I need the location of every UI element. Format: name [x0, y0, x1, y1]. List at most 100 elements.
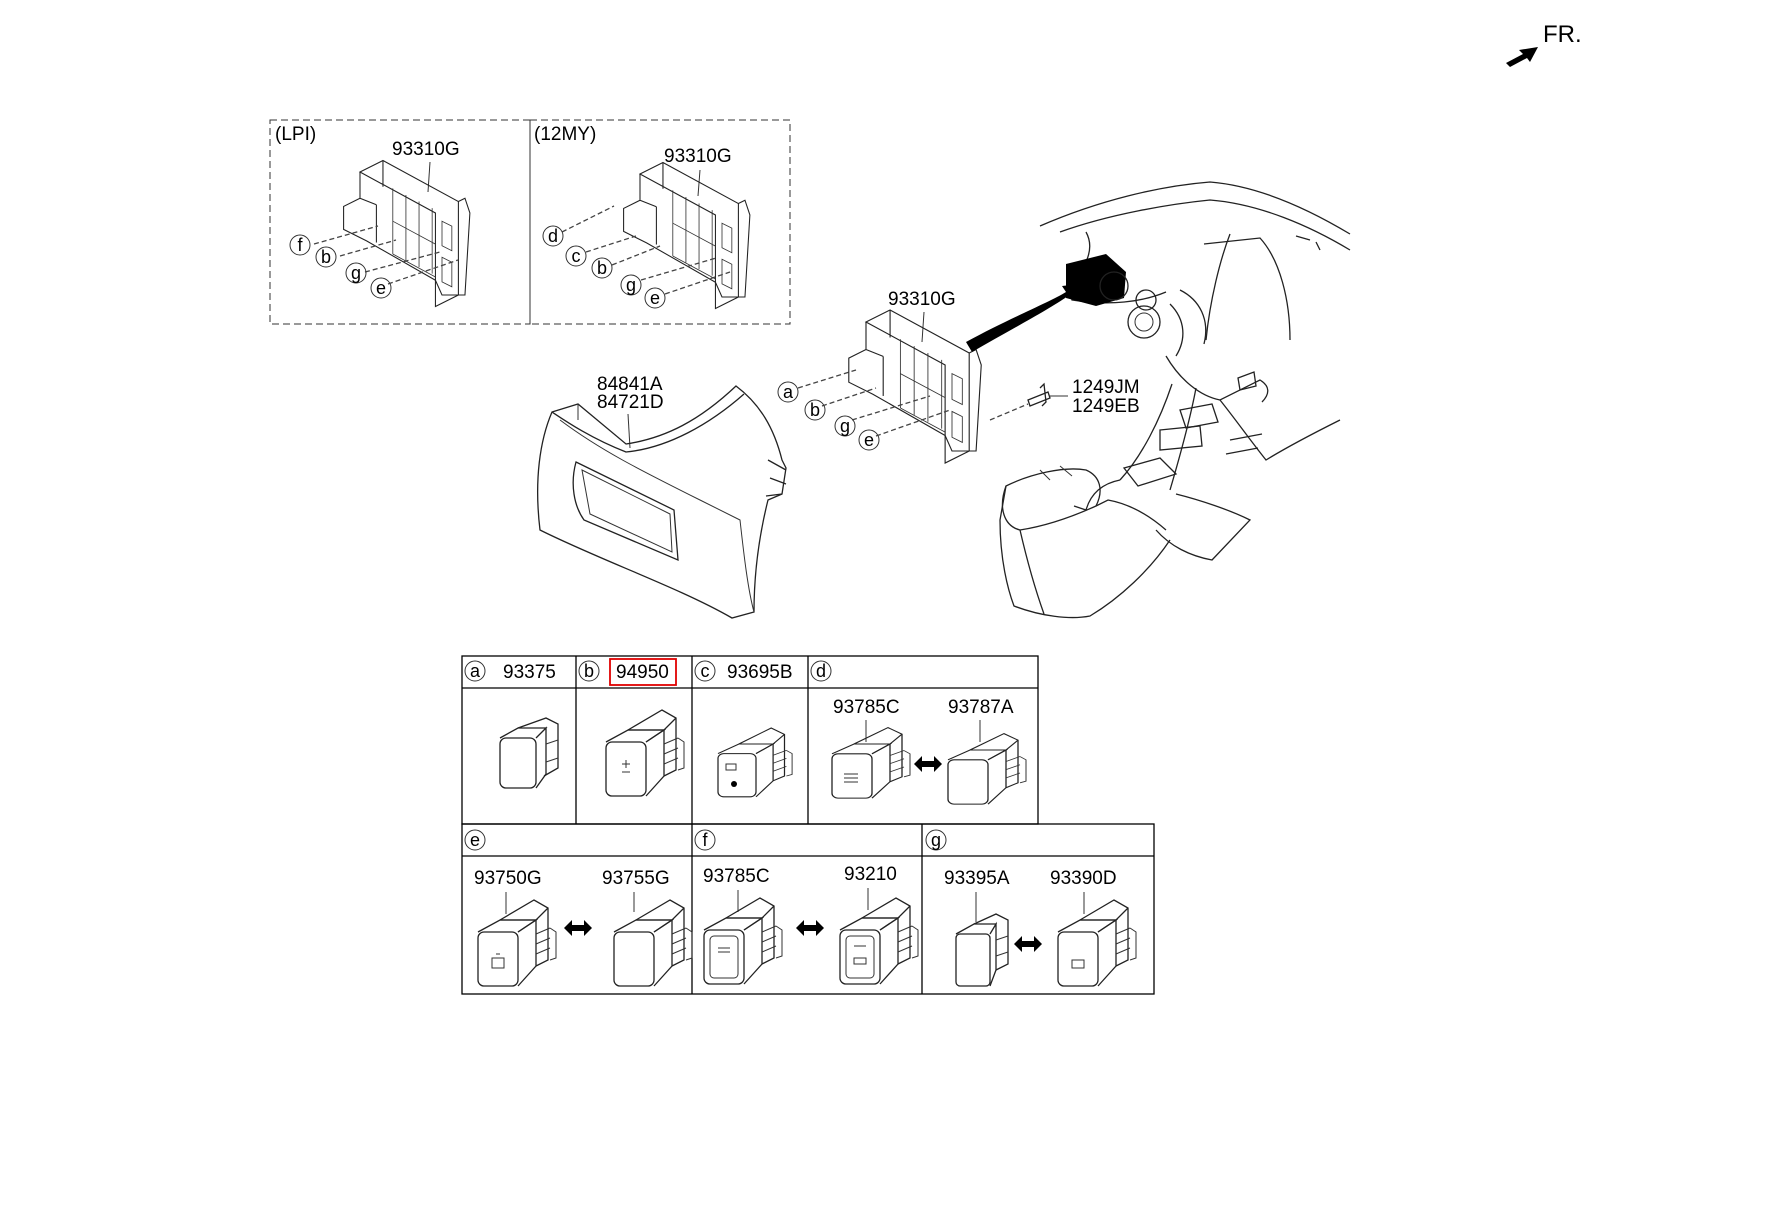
callout-circle [620, 274, 642, 296]
switch-illustration [477, 899, 557, 987]
table-cell-a: a 93375 [464, 660, 559, 789]
inset-12my-tag: (12MY) [534, 124, 596, 145]
cell-letter: b [584, 661, 594, 681]
callout-letter: g [351, 263, 361, 283]
cell-letter-circle [694, 829, 716, 851]
table-row-2-frame [461, 823, 1155, 995]
switch-illustration [499, 717, 559, 789]
callout-letter: g [626, 275, 636, 295]
cell-letter-circle [694, 660, 716, 682]
callout-circle [834, 415, 856, 437]
callout-circle [804, 399, 826, 421]
callout-letter: a [783, 382, 794, 402]
cell-part: 93395A [944, 868, 1010, 889]
callout-letter: b [810, 400, 820, 420]
inset-12my-border [529, 119, 791, 325]
cell-letter: e [470, 830, 480, 850]
table-cell-e: e 93750G 93755G [464, 829, 693, 987]
front-direction-indicator: FR. [1506, 21, 1582, 67]
callout-letter: e [376, 278, 386, 298]
inset-lpi: (LPI) 93310G f b g e [269, 119, 531, 325]
main-bracket: 93310G a b g e [777, 289, 982, 464]
cell-part: 93390D [1050, 868, 1117, 889]
inset-lpi-part: 93310G [392, 139, 460, 160]
lower-panel: 84841A 84721D [537, 374, 787, 619]
callout-circle [565, 245, 587, 267]
callout-circle [542, 225, 564, 247]
table-cell-d: d 93785C 93787A [810, 660, 1027, 805]
callout-letter: b [597, 258, 607, 278]
panel-part-1: 84841A [597, 374, 663, 395]
interchange-arrow-icon [564, 920, 592, 936]
callout-circle [315, 246, 337, 268]
front-label: FR. [1543, 21, 1582, 48]
cell-letter: d [816, 661, 826, 681]
inset-lpi-callouts: f b g e [289, 234, 392, 299]
inset-12my-part: 93310G [664, 146, 732, 167]
callout-letter: g [840, 416, 850, 436]
switch-illustration [613, 899, 693, 987]
cell-part: 93785C [833, 697, 900, 718]
callout-circle [858, 429, 880, 451]
callout-circle [289, 234, 311, 256]
cell-letter-circle [464, 660, 486, 682]
callout-circle [777, 381, 799, 403]
cell-part: 93755G [602, 868, 670, 889]
switch-illustration [839, 897, 919, 985]
cell-letter-circle [464, 829, 486, 851]
inset-lpi-tag: (LPI) [275, 124, 316, 145]
cell-letter: c [701, 661, 710, 681]
cell-part: 93375 [503, 662, 556, 683]
panel-part-2: 84721D [597, 392, 664, 413]
parts-table: a 93375 b 94950 c 93695B [461, 655, 1155, 995]
switch-illustration [717, 727, 793, 798]
switch-illustration [947, 732, 1027, 805]
callout-letter: d [548, 226, 558, 246]
cell-letter-circle [925, 829, 947, 851]
callout-letter: c [572, 246, 581, 266]
switch-illustration [1057, 899, 1137, 987]
cell-letter: f [702, 830, 708, 850]
callout-letter: e [864, 430, 874, 450]
table-cell-c: c 93695B [694, 660, 793, 798]
highlighted-part-box [609, 658, 677, 686]
interchange-arrow-icon [796, 920, 824, 936]
inset-12my-callouts: d c b g e [542, 225, 666, 309]
switch-illustration [955, 913, 1009, 987]
main-bracket-part: 93310G [888, 289, 956, 310]
table-cell-b: b 94950 [578, 658, 685, 797]
cell-letter-circle [578, 660, 600, 682]
dashboard-illustration [999, 181, 1351, 619]
screw-part-1: 1249JM [1072, 377, 1140, 398]
main-bracket-callouts: a b g e [777, 381, 880, 451]
cell-part: 93210 [844, 864, 897, 885]
callout-circle [370, 277, 392, 299]
switch-illustration [605, 709, 685, 797]
screw: 1249JM 1249EB [989, 377, 1140, 421]
front-arrow-icon [1506, 47, 1538, 67]
callout-letter: f [297, 235, 303, 255]
callout-letter: b [321, 247, 331, 267]
inset-12my: (12MY) 93310G d c b g e [529, 119, 791, 325]
callout-circle [644, 287, 666, 309]
cell-letter-circle [810, 660, 832, 682]
cell-part: 94950 [616, 662, 669, 683]
cell-letter: a [470, 661, 481, 681]
cell-part: 93750G [474, 868, 542, 889]
table-cell-f: f 93785C 93210 [694, 829, 919, 985]
callout-circle [345, 262, 367, 284]
callout-circle [591, 257, 613, 279]
cell-part: 93785C [703, 866, 770, 887]
switch-illustration [703, 897, 783, 985]
location-pointer-arrow [966, 284, 1080, 352]
interchange-arrow-icon [1014, 936, 1042, 952]
cell-part: 93787A [948, 697, 1014, 718]
cell-letter: g [931, 830, 941, 850]
center-stack-highlight [1066, 254, 1126, 306]
callout-letter: e [650, 288, 660, 308]
interchange-arrow-icon [914, 756, 942, 772]
switch-illustration [831, 726, 911, 799]
inset-lpi-border [269, 119, 531, 325]
screw-part-2: 1249EB [1072, 396, 1140, 417]
